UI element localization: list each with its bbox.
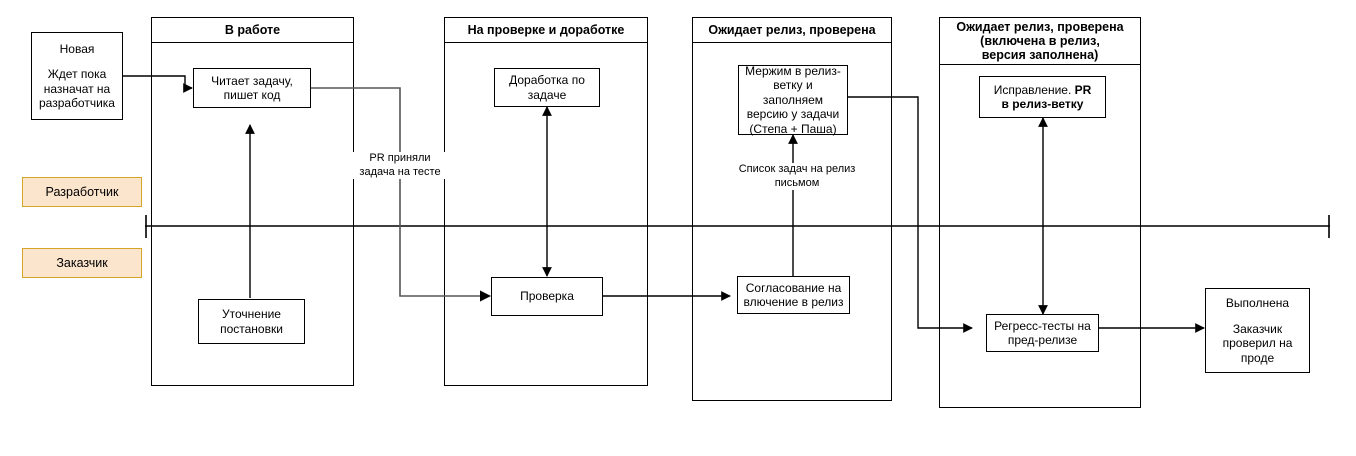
node-merge-to-release-branch[interactable]: Мержим в релиз- ветку и заполняем версию… <box>738 64 848 136</box>
node-new-title: Новая <box>59 41 95 56</box>
column-header-in-review-and-rework: На проверке и доработке <box>445 18 647 43</box>
column-header-awaiting-release-checked: Ожидает релиз, проверена <box>693 18 891 43</box>
node-regression-tests-pre-release[interactable]: Регресс-тесты на пред-релизе <box>986 314 1099 352</box>
node-verification[interactable]: Проверка <box>491 277 603 316</box>
role-label-customer: Заказчик <box>22 248 142 278</box>
node-fix-pr-bold: PR в релиз-ветку <box>1001 82 1092 112</box>
role-label-developer: Разработчик <box>22 177 142 207</box>
node-rework-on-task[interactable]: Доработка по задаче <box>494 68 600 107</box>
node-done-title: Выполнена <box>1225 296 1290 310</box>
node-clarify-requirements[interactable]: Уточнение постановки <box>198 299 305 344</box>
node-new-body: Ждет пока назначат на разработчика <box>39 67 115 110</box>
node-approve-inclusion-in-release[interactable]: Согласование на влючение в релиз <box>737 276 850 314</box>
edge-label-pr-accepted: PR приняли задача на тесте <box>348 152 452 179</box>
node-reads-task-writes-code[interactable]: Читает задачу, пишет код <box>193 68 311 108</box>
node-done-body: Заказчик проверил на проде <box>1222 321 1293 365</box>
node-fix-pr-to-release-branch[interactable]: Исправление. PR в релиз-ветку <box>979 76 1106 118</box>
edge-label-release-task-list: Список задач на релиз письмом <box>718 163 876 190</box>
column-header-in-progress: В работе <box>152 18 353 43</box>
node-fix-pr-prefix: Исправление. <box>993 82 1075 97</box>
column-header-awaiting-release-included: Ожидает релиз, проверена (включена в рел… <box>940 18 1140 65</box>
node-done[interactable]: Выполнена Заказчик проверил на проде <box>1205 288 1310 373</box>
node-new[interactable]: Новая Ждет пока назначат на разработчика <box>31 32 123 120</box>
node-fix-pr-text: Исправление. PR в релиз-ветку <box>994 83 1092 112</box>
